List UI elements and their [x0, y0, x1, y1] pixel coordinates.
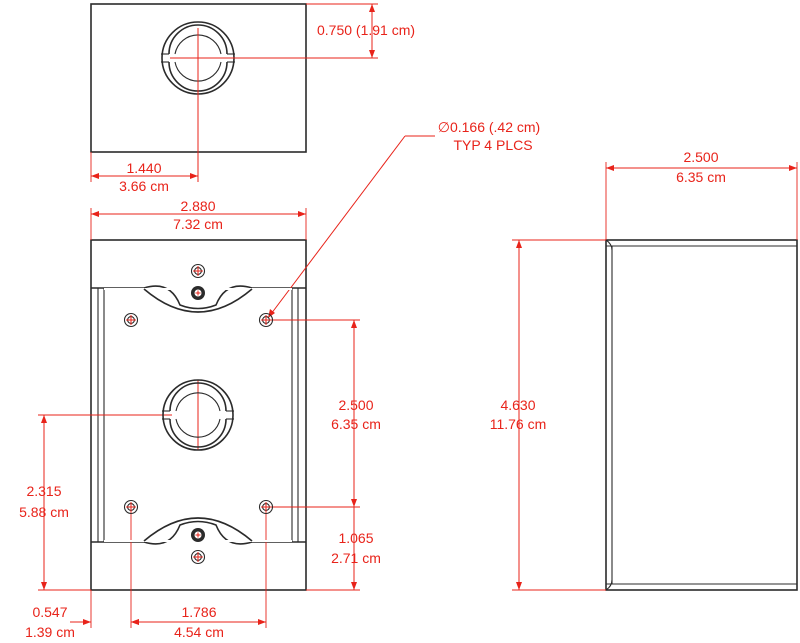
hole-callout-label: ∅0.166 (.42 cm) [438, 119, 540, 135]
hub-height-label: 0.750 (1.91 cm) [317, 22, 415, 38]
side-view [605, 239, 798, 591]
hole-from-left-label-in: 0.547 [32, 604, 67, 620]
front-view-hub [162, 379, 234, 451]
mounting-hole-top-right [258, 312, 274, 328]
mounting-hole-top-left [123, 312, 139, 328]
center-height-label-cm: 5.88 cm [19, 504, 69, 520]
hole-spacing-label-cm: 6.35 cm [331, 416, 381, 432]
depth-label-in: 2.500 [683, 149, 718, 165]
height-label-cm: 11.76 cm [490, 416, 547, 432]
mounting-hole-bottom-left [123, 499, 139, 515]
mounting-holes [123, 263, 274, 565]
hole-spacing-label-in: 2.500 [338, 397, 373, 413]
height-label-in: 4.630 [500, 397, 535, 413]
mounting-hole-bottom-right [258, 499, 274, 515]
lug-screw-bottom [191, 528, 205, 542]
hub-offset-label-cm: 3.66 cm [119, 178, 169, 194]
depth-label-cm: 6.35 cm [676, 169, 726, 185]
hole-from-bottom-label-in: 1.065 [338, 530, 373, 546]
hub-offset-label-in: 1.440 [126, 160, 161, 176]
lug-screw-top [191, 286, 205, 300]
width-label-cm: 7.32 cm [173, 216, 223, 232]
side-view-outline [605, 239, 798, 591]
cover-hole-top [190, 263, 206, 279]
dimension-lines [38, 3, 798, 628]
width-label-in: 2.880 [180, 198, 215, 214]
hole-from-left-label-cm: 1.39 cm [25, 624, 75, 640]
hole-callout-qty: TYP 4 PLCS [453, 137, 532, 153]
hole-h-spacing-label-in: 1.786 [181, 604, 216, 620]
hole-from-bottom-label-cm: 2.71 cm [331, 550, 381, 566]
cover-hole-bottom [190, 549, 206, 565]
center-height-label-in: 2.315 [26, 483, 61, 499]
hole-h-spacing-label-cm: 4.54 cm [174, 624, 224, 640]
dimension-labels: 0.750 (1.91 cm) 1.440 3.66 cm ∅0.166 (.4… [19, 22, 726, 640]
